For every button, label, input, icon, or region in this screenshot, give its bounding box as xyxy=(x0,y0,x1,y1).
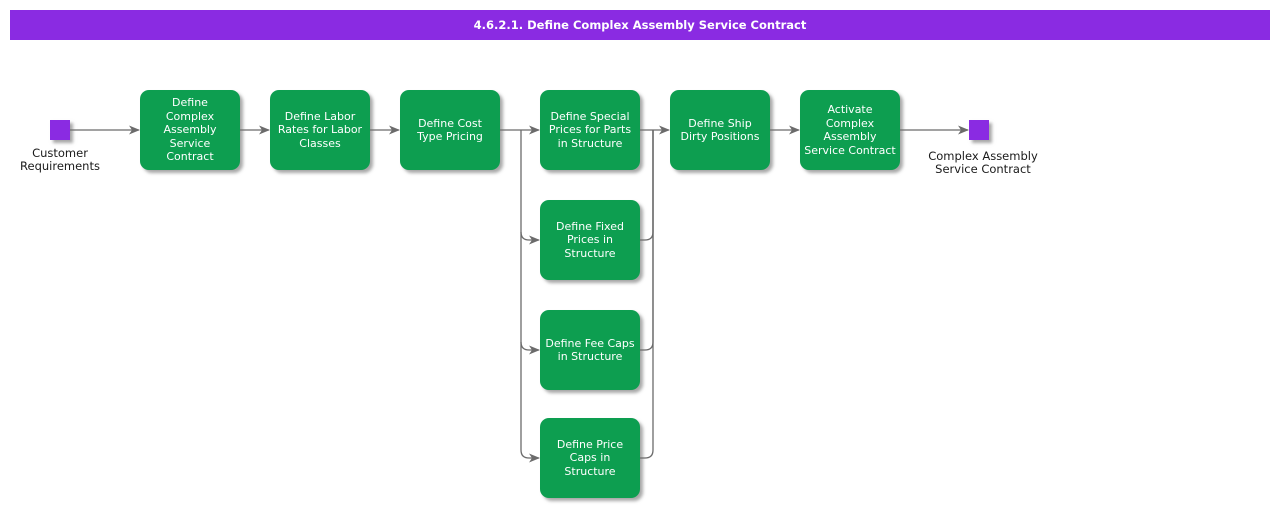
activity-define-price-caps-in-structure[interactable]: Define Price Caps in Structure xyxy=(540,418,640,498)
diagram-title: 4.6.2.1. Define Complex Assembly Service… xyxy=(473,18,807,32)
activity-label: Define Complex Assembly Service Contract xyxy=(163,96,217,164)
activity-define-ship-dirty-positions[interactable]: Define Ship Dirty Positions xyxy=(670,90,770,170)
activity-label: Define Fee Caps in Structure xyxy=(545,336,635,364)
end-terminator-complex-assembly-service-contract[interactable] xyxy=(969,120,989,140)
activity-define-special-prices-for-parts-in-structure[interactable]: Define Special Prices for Parts in Struc… xyxy=(540,90,640,170)
activity-define-labor-rates-for-labor-classes[interactable]: Define Labor Rates for Labor Classes xyxy=(270,90,370,170)
activity-label: Activate Complex Assembly Service Contra… xyxy=(804,103,896,157)
activity-label: Define Fixed Prices in Structure xyxy=(556,219,624,260)
activity-label: Define Special Prices for Parts in Struc… xyxy=(548,109,632,150)
activity-define-fixed-prices-in-structure[interactable]: Define Fixed Prices in Structure xyxy=(540,200,640,280)
connector-branch-to-fixed-prices xyxy=(520,231,540,245)
activity-label: Define Ship Dirty Positions xyxy=(680,116,760,144)
activity-label: Define Price Caps in Structure xyxy=(556,437,624,478)
connector-fixed-prices-merge xyxy=(640,130,654,241)
activity-define-cost-type-pricing[interactable]: Define Cost Type Pricing xyxy=(400,90,500,170)
connector-branch-to-fee-caps xyxy=(520,341,540,355)
start-terminator-label: Customer Requirements xyxy=(20,146,100,173)
start-terminator-customer-requirements[interactable] xyxy=(50,120,70,140)
activity-define-fee-caps-in-structure[interactable]: Define Fee Caps in Structure xyxy=(540,310,640,390)
connector-price-caps-merge xyxy=(640,130,654,459)
diagram-title-bar: 4.6.2.1. Define Complex Assembly Service… xyxy=(10,10,1270,40)
activity-define-complex-assembly-service-contract[interactable]: Define Complex Assembly Service Contract xyxy=(140,90,240,170)
activity-activate-complex-assembly-service-contract[interactable]: Activate Complex Assembly Service Contra… xyxy=(800,90,900,170)
activity-label: Define Labor Rates for Labor Classes xyxy=(277,109,363,150)
end-terminator-label: Complex Assembly Service Contract xyxy=(928,149,1038,176)
connector-branch-to-price-caps xyxy=(520,130,540,463)
activity-label: Define Cost Type Pricing xyxy=(417,116,483,144)
